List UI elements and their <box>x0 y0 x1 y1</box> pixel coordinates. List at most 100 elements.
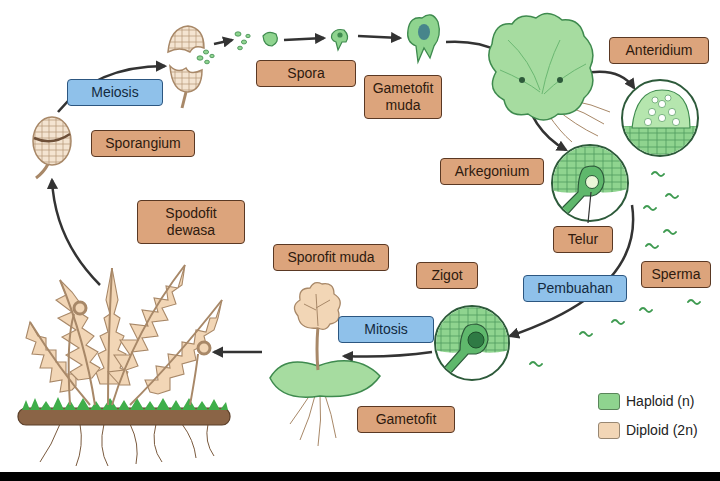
sperm-drawing <box>666 194 678 198</box>
stage-label: Sporofit muda <box>273 244 389 271</box>
gametophyte-drawing <box>500 40 586 94</box>
sperm-drawing <box>640 308 652 312</box>
gametophyte-drawing <box>519 77 525 83</box>
archegonium-drawing <box>586 176 599 189</box>
archegonium-drawing <box>550 140 632 216</box>
anteridium-drawing <box>658 114 665 121</box>
burst-sporangium <box>182 92 186 108</box>
stage-label: Zigot <box>416 262 478 289</box>
adult-fern-drawing <box>130 300 222 405</box>
stage-label: Spora <box>256 60 356 87</box>
sperm-drawing <box>644 206 656 210</box>
spore-drawing <box>338 33 342 37</box>
label-text: Spodofit dewasa <box>144 205 238 239</box>
label-text: Anteridium <box>616 42 702 59</box>
sperm-drawing <box>664 230 676 234</box>
stage-label: Gametofit <box>357 406 455 433</box>
cycle-arrow <box>284 38 324 40</box>
burst-sporangium <box>168 26 250 108</box>
stage-label: Sperma <box>641 261 711 288</box>
adult-fern-drawing <box>112 265 185 405</box>
legend-text: Haploid (n) <box>626 393 694 410</box>
young-gametophyte-drawing <box>418 24 430 40</box>
stage-label: Spodofit dewasa <box>137 200 245 244</box>
adult-fern-drawing <box>30 322 90 405</box>
gametophyte-drawing <box>489 13 610 142</box>
label-text: Gametofit muda <box>371 80 435 114</box>
burst-sporangium <box>241 40 246 44</box>
adult-fern-drawing <box>30 265 222 405</box>
burst-sporangium <box>235 32 241 36</box>
anteridium-drawing <box>632 90 690 128</box>
legend-swatch <box>598 393 620 410</box>
adult-fern-drawing <box>18 265 230 466</box>
gametophyte-drawing <box>489 13 593 120</box>
label-text: Mitosis <box>345 321 427 338</box>
spore-drawing <box>332 30 348 51</box>
young-sporophyte-drawing <box>270 361 380 397</box>
leader-line <box>588 192 591 223</box>
burst-sporangium <box>197 32 250 64</box>
young-sporophyte-drawing <box>304 294 330 326</box>
burst-sporangium <box>197 56 203 60</box>
archegonium-drawing <box>550 140 632 223</box>
burst-sporangium <box>170 66 202 92</box>
sporangium-drawing <box>33 117 71 165</box>
adult-fern-drawing <box>108 268 112 405</box>
anteridium-drawing <box>620 80 700 166</box>
anteridium-drawing <box>652 97 658 103</box>
adult-fern-drawing <box>154 424 162 462</box>
adult-fern-drawing <box>198 342 210 354</box>
sperm-drawing <box>612 320 624 324</box>
anteridium-drawing <box>658 100 665 107</box>
stage-label: Anteridium <box>609 37 709 64</box>
label-text: Sperma <box>648 266 704 283</box>
zygote-drawing <box>444 324 488 374</box>
adult-fern-drawing <box>60 280 95 405</box>
cycle-arrow <box>214 40 232 44</box>
anteridium-drawing <box>648 108 655 115</box>
label-text: Pembuahan <box>530 280 620 297</box>
adult-fern-drawing <box>76 424 81 466</box>
gametophyte-drawing <box>557 77 563 83</box>
young-sporophyte-drawing <box>290 392 336 446</box>
zygote-drawing <box>434 300 510 380</box>
label-text: Meiosis <box>74 84 156 101</box>
label-text: Gametofit <box>364 411 448 428</box>
stage-label: Gametofit muda <box>364 75 442 119</box>
label-text: Zigot <box>423 267 471 284</box>
legend-text: Diploid (2n) <box>626 422 698 439</box>
burst-sporangium <box>246 34 250 37</box>
anteridium-drawing <box>668 108 675 115</box>
process-label: Pembuahan <box>523 275 627 302</box>
burst-sporangium <box>168 26 204 52</box>
sporangium-drawing <box>36 164 48 178</box>
anteridium-drawing <box>665 95 671 101</box>
label-text: Spora <box>263 65 349 82</box>
cycle-arrow <box>214 351 262 354</box>
zygote-drawing <box>434 300 510 374</box>
cycle-arrow <box>344 352 432 357</box>
stage-label: Telur <box>553 226 613 253</box>
adult-fern-drawing <box>74 302 210 354</box>
burst-sporangium <box>205 60 210 64</box>
burst-sporangium <box>203 50 208 54</box>
sperm-drawing <box>646 244 658 248</box>
young-sporophyte-drawing <box>324 392 336 438</box>
young-sporophyte-drawing <box>294 283 340 330</box>
adult-fern-drawing <box>190 354 198 405</box>
adult-fern-drawing <box>207 424 214 456</box>
adult-fern-drawing <box>18 408 230 425</box>
burst-sporangium <box>238 46 243 50</box>
adult-fern-drawing <box>130 424 137 464</box>
cycle-arrow <box>58 66 165 112</box>
adult-fern-drawing <box>26 265 222 394</box>
label-text: Sporangium <box>98 135 188 152</box>
young-sporophyte-drawing <box>300 392 316 440</box>
spore-drawing <box>263 30 348 51</box>
label-text: Arkegonium <box>447 163 537 180</box>
adult-fern-drawing <box>74 302 86 314</box>
stage-label: Arkegonium <box>440 158 544 185</box>
archegonium-drawing <box>560 166 604 216</box>
